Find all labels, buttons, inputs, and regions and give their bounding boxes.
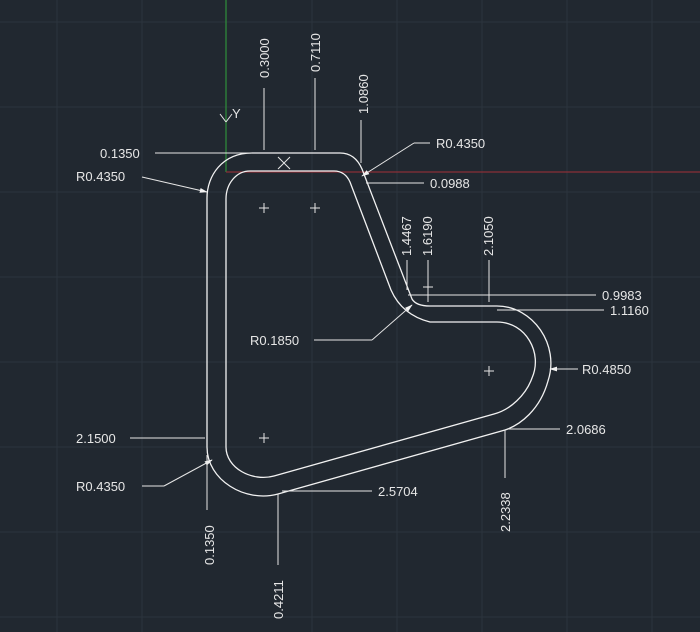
part-outline[interactable] xyxy=(206,152,552,497)
ucs-icon xyxy=(219,113,233,123)
top-dimensions: 0.3000 0.7110 1.0860 xyxy=(257,33,371,163)
dim-1-1160: 1.1160 xyxy=(610,303,649,318)
dim-0-7110: 0.7110 xyxy=(308,33,323,72)
dim-1-6190: 1.6190 xyxy=(420,216,435,256)
radius-inner-label: R0.1850 xyxy=(250,333,299,348)
middle-dimensions: 1.4467 1.6190 2.1050 xyxy=(399,216,496,302)
radius-bottom-left-label: R0.4350 xyxy=(76,479,125,494)
dim-2-0686: 2.0686 xyxy=(566,422,606,437)
radius-top-left-label: R0.4350 xyxy=(76,169,125,184)
y-axis-label: Y xyxy=(232,106,241,121)
dim-1-4467: 1.4467 xyxy=(399,216,414,256)
dim-0-1350-bottom: 0.1350 xyxy=(202,525,217,565)
dim-2-2338: 2.2338 xyxy=(498,492,513,532)
centre-marks xyxy=(259,156,494,443)
dim-2-1050: 2.1050 xyxy=(481,216,496,256)
dim-0-1350-top: 0.1350 xyxy=(100,146,140,161)
outer-profile[interactable] xyxy=(206,152,552,497)
origin-cross-icon xyxy=(277,156,291,170)
dim-0-4211: 0.4211 xyxy=(271,580,286,619)
bottom-dimensions: R0.1850 2.5704 2.2338 0.4211 xyxy=(250,304,513,619)
dim-0-3000: 0.3000 xyxy=(257,38,272,78)
radius-right-label: R0.4850 xyxy=(582,362,631,377)
dim-1-0860: 1.0860 xyxy=(356,74,371,114)
radius-top-right-label: R0.4350 xyxy=(436,136,485,151)
dim-2-1500: 2.1500 xyxy=(76,431,116,446)
right-dimensions: R0.4350 0.0988 0.9983 1.1160 R0.4850 2.0… xyxy=(361,136,649,437)
dim-2-5704: 2.5704 xyxy=(378,484,418,499)
dim-0-9983: 0.9983 xyxy=(602,288,642,303)
dim-0-0988: 0.0988 xyxy=(430,176,470,191)
inner-profile[interactable] xyxy=(225,170,537,478)
left-dimensions: 0.1350 R0.4350 2.1500 R0.4350 0.1350 xyxy=(76,146,252,565)
